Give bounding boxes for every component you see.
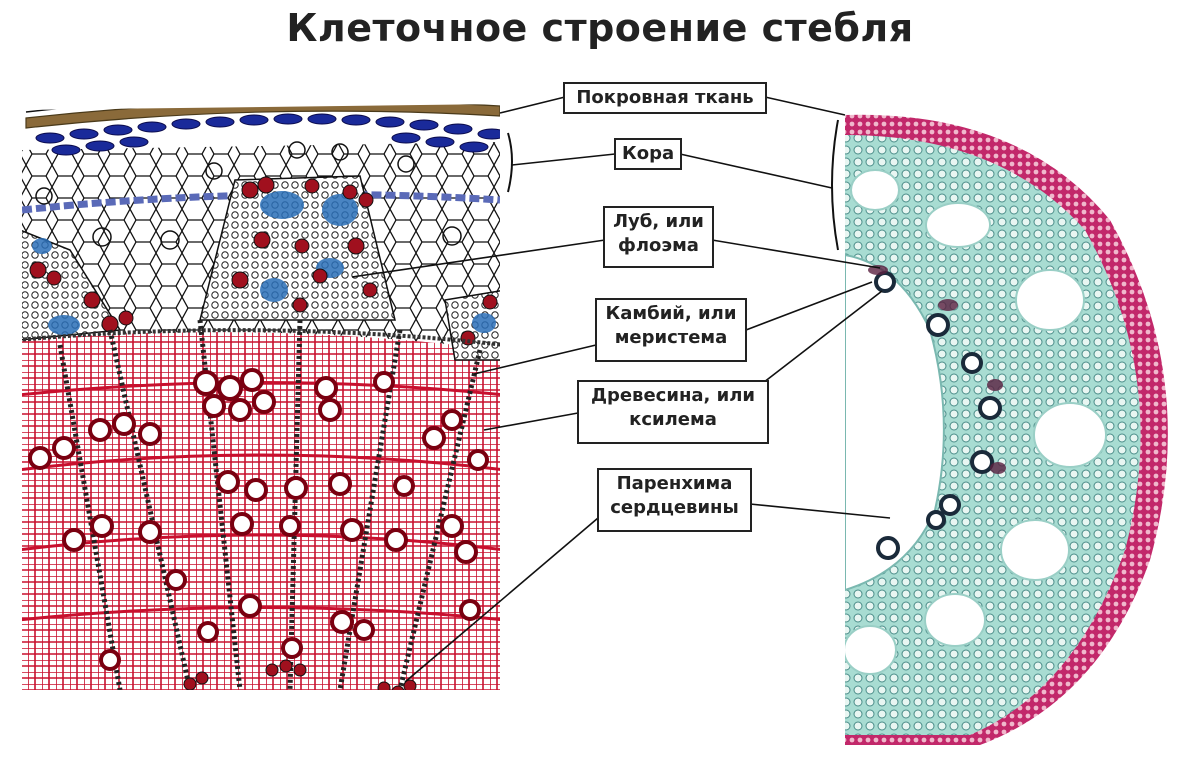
- phloem-sieve-clusters: [32, 191, 496, 335]
- phloem-fibres: [29, 176, 498, 346]
- left-bracket: [507, 132, 513, 193]
- label-pith-line2: сердцевины: [610, 497, 739, 518]
- label-phloem-line1: Луб, или: [613, 211, 704, 232]
- label-phloem: Луб, или флоэма: [603, 206, 714, 268]
- micrograph-lacunae: [845, 169, 1107, 675]
- micrograph-vascular-bundles: [874, 271, 1002, 560]
- crystal-cells: [35, 141, 462, 250]
- label-cambium: Камбий, или меристема: [595, 298, 747, 362]
- label-xylem-line1: Древесина, или: [590, 385, 756, 406]
- label-xylem-line2: ксилема: [629, 409, 717, 430]
- micrograph-pith: [845, 253, 945, 592]
- label-cambium-line1: Камбий, или: [605, 303, 737, 324]
- label-pith-line1: Паренхима: [616, 473, 733, 494]
- label-epidermis: Покровная ткань: [563, 82, 767, 114]
- micrograph-phloem-marks: [868, 265, 1006, 474]
- page-title: Клеточное строение стебля: [286, 6, 914, 50]
- right-bracket: [831, 119, 839, 251]
- cambium-zone: [22, 328, 500, 347]
- leader-lines: [351, 96, 891, 683]
- stem-diagram-drawing: [22, 104, 500, 690]
- pith-parenchyma-cells: [183, 659, 417, 690]
- label-cambium-line2: меристема: [614, 327, 728, 348]
- xylem-region: [22, 332, 500, 690]
- label-pith: Паренхима сердцевины: [597, 468, 752, 532]
- label-cortex: Кора: [614, 138, 682, 170]
- xylem-vessels: [28, 368, 489, 671]
- cortex-collenchyma: [35, 113, 500, 156]
- label-phloem-line2: флоэма: [618, 235, 699, 256]
- label-xylem: Древесина, или ксилема: [577, 380, 769, 444]
- stem-micrograph: [845, 114, 1168, 745]
